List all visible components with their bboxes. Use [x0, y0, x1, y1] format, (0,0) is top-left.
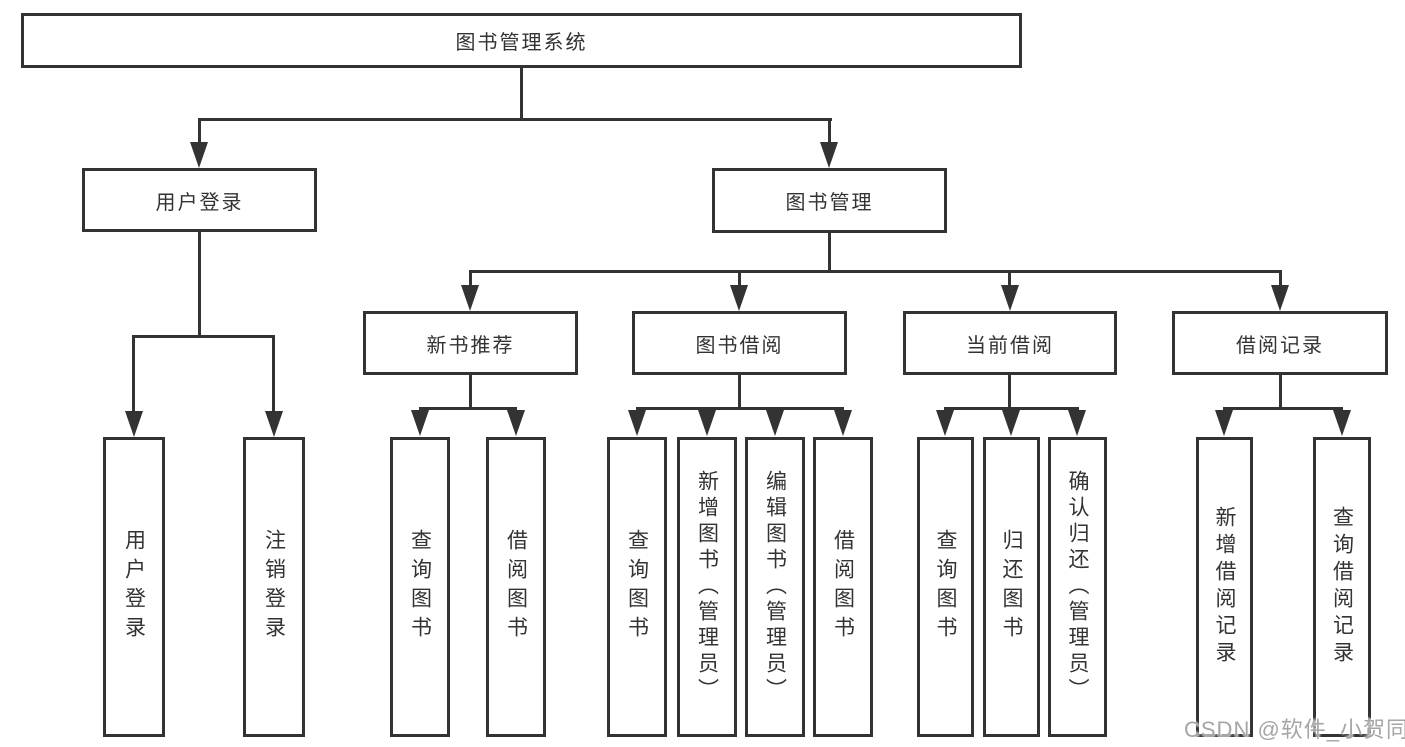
arrow-down-g2-c4 [834, 410, 852, 436]
leaf-add-book-admin-label: 新增图书（管理员） [695, 470, 719, 704]
node-current-borrow: 当前借阅 [903, 311, 1117, 375]
arrow-down-new-book [461, 285, 479, 311]
connector-user-login-stem [198, 232, 201, 336]
arrow-down-borrow-records [1271, 285, 1289, 311]
arrow-down-leaf-login [125, 411, 143, 437]
leaf-user-login-label: 用户登录 [122, 529, 146, 645]
leaf-logout-label: 注销登录 [262, 529, 286, 645]
arrow-down-current-borrow [1001, 285, 1019, 311]
node-library-system-label: 图书管理系统 [455, 32, 588, 54]
connector-drop-leaf-logout [272, 335, 275, 413]
leaf-confirm-return-admin: 确认归还（管理员） [1048, 437, 1107, 737]
node-book-management-label: 图书管理 [785, 192, 874, 214]
arrow-down-g2-c2 [698, 410, 716, 436]
connector-group3-bar [944, 407, 1079, 410]
connector-book-mgmt-stem [828, 233, 831, 271]
connector-group1-stem [469, 375, 472, 409]
connector-drop-book-borrow [738, 270, 741, 287]
arrow-down-g3-c1 [936, 410, 954, 436]
leaf-recommend-query-book-label: 查询图书 [408, 529, 432, 645]
leaf-return-book-label: 归还图书 [1000, 529, 1023, 645]
leaf-borrow-query-book: 查询图书 [607, 437, 667, 737]
leaf-user-login: 用户登录 [103, 437, 165, 737]
node-library-system: 图书管理系统 [21, 13, 1022, 68]
node-new-book-recommend-label: 新书推荐 [426, 334, 515, 357]
connector-drop-current-borrow [1008, 270, 1011, 287]
arrow-down-g2-c1 [628, 410, 646, 436]
connector-level2-bar [469, 270, 1282, 273]
leaf-recommend-borrow-book: 借阅图书 [486, 437, 546, 737]
arrow-down-leaf-logout [265, 411, 283, 437]
leaf-recommend-query-book: 查询图书 [390, 437, 450, 737]
connector-user-login-bar [133, 335, 274, 338]
connector-group3-stem [1008, 375, 1011, 409]
connector-level1-bar [198, 118, 832, 121]
leaf-borrow-query-book-label: 查询图书 [625, 529, 649, 645]
connector-group4-bar [1223, 407, 1343, 410]
arrow-down-g4-c2 [1333, 410, 1351, 436]
connector-group2-bar [636, 407, 844, 410]
leaf-add-book-admin: 新增图书（管理员） [677, 437, 737, 737]
leaf-query-borrow-record: 查询借阅记录 [1313, 437, 1371, 737]
csdn-watermark: CSDN @软件_小贺同学 [1184, 717, 1405, 742]
connector-group2-stem [738, 375, 741, 409]
node-user-login-label: 用户登录 [155, 191, 244, 214]
leaf-confirm-return-admin-label: 确认归还（管理员） [1066, 470, 1089, 704]
connector-group1-bar [419, 407, 517, 410]
leaf-query-borrow-record-label: 查询借阅记录 [1330, 506, 1354, 668]
node-current-borrow-label: 当前借阅 [966, 334, 1054, 357]
leaf-add-borrow-record: 新增借阅记录 [1196, 437, 1253, 737]
leaf-recommend-borrow-book-label: 借阅图书 [504, 529, 528, 645]
leaf-edit-book-admin: 编辑图书（管理员） [745, 437, 805, 737]
leaf-add-borrow-record-label: 新增借阅记录 [1213, 506, 1236, 668]
arrow-down-g2-c3 [766, 410, 784, 436]
arrow-down-user-login [190, 142, 208, 168]
connector-drop-user-login [198, 118, 201, 144]
leaf-current-query-book: 查询图书 [917, 437, 974, 737]
node-book-management: 图书管理 [712, 168, 947, 233]
leaf-logout: 注销登录 [243, 437, 305, 737]
arrow-down-g3-c2 [1002, 410, 1020, 436]
connector-group4-stem [1279, 375, 1282, 409]
node-new-book-recommend: 新书推荐 [363, 311, 578, 375]
connector-drop-new-book [469, 270, 472, 287]
connector-drop-book-mgmt [828, 118, 831, 144]
leaf-current-query-book-label: 查询图书 [934, 529, 957, 645]
leaf-borrow-book: 借阅图书 [813, 437, 873, 737]
node-book-borrow-label: 图书借阅 [695, 334, 784, 357]
leaf-edit-book-admin-label: 编辑图书（管理员） [763, 470, 787, 704]
leaf-return-book: 归还图书 [983, 437, 1040, 737]
arrow-down-g1-c2 [507, 410, 525, 436]
arrow-down-book-mgmt [820, 142, 838, 168]
arrow-down-g3-c3 [1068, 410, 1086, 436]
connector-drop-leaf-login [132, 335, 135, 413]
node-user-login: 用户登录 [82, 168, 317, 232]
connector-drop-borrow-records [1279, 270, 1282, 287]
leaf-borrow-book-label: 借阅图书 [831, 529, 855, 645]
node-borrow-records-label: 借阅记录 [1236, 334, 1324, 357]
arrow-down-book-borrow [730, 285, 748, 311]
arrow-down-g4-c1 [1215, 410, 1233, 436]
arrow-down-g1-c1 [411, 410, 429, 436]
connector-root-stem [520, 68, 523, 119]
node-book-borrow: 图书借阅 [632, 311, 847, 375]
node-borrow-records: 借阅记录 [1172, 311, 1388, 375]
